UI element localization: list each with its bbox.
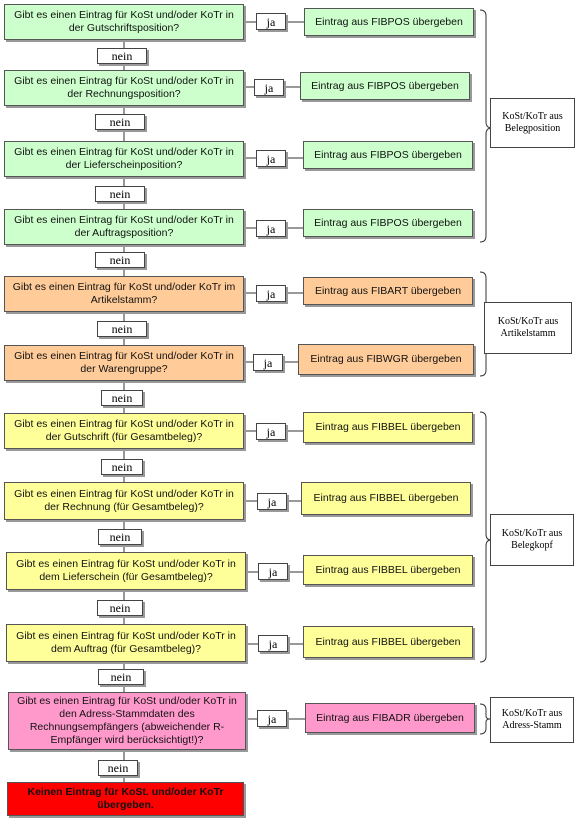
no-label-2: nein [95,114,145,130]
question-6: Gibt es einen Eintrag für KoSt und/oder … [4,345,244,381]
yes-label-4: ja [256,220,286,237]
result-8: Eintrag aus FIBBEL übergeben [301,482,471,515]
no-label-10: nein [98,669,144,685]
no-label-5: nein [97,321,147,337]
yes-label-7: ja [256,423,286,440]
no-label-3: nein [95,186,145,202]
yes-label-1: ja [256,13,286,30]
yes-label-6: ja [253,354,283,371]
no-label-1: nein [97,48,147,64]
result-5: Eintrag aus FIBART übergeben [303,277,473,305]
no-label-9: nein [97,600,143,616]
yes-label-3: ja [256,150,286,167]
question-11: Gibt es einen Eintrag für KoSt und/oder … [8,692,246,750]
result-3: Eintrag aus FIBPOS übergeben [303,141,473,169]
yes-label-5: ja [256,285,286,302]
yes-label-10: ja [258,635,288,652]
yes-label-11: ja [257,710,287,727]
yes-label-8: ja [257,493,287,510]
question-1: Gibt es einen Eintrag für KoSt und/oder … [4,4,244,40]
question-9: Gibt es einen Eintrag für KoSt und/oder … [6,552,246,590]
group-adress-stamm: KoSt/KoTr aus Adress-Stamm [490,697,574,743]
result-4: Eintrag aus FIBPOS übergeben [303,209,473,237]
result-9: Eintrag aus FIBBEL übergeben [303,555,473,585]
group-belegkopf: KoSt/KoTr aus Belegkopf [490,514,574,566]
no-label-7: nein [101,459,143,475]
group-artikelstamm: KoSt/KoTr aus Artikelstamm [484,302,572,354]
result-10: Eintrag aus FIBBEL übergeben [303,626,473,658]
group-belegposition: KoSt/KoTr aus Belegposition [490,98,575,148]
question-8: Gibt es einen Eintrag für KoSt und/oder … [4,482,244,520]
no-label-11: nein [98,760,138,776]
result-1: Eintrag aus FIBPOS übergeben [304,8,474,36]
no-entry-final: Keinen Eintrag für KoSt. und/oder KoTr ü… [7,782,244,816]
no-label-6: nein [101,390,143,406]
no-label-4: nein [95,252,145,268]
question-10: Gibt es einen Eintrag für KoSt und/oder … [6,624,246,662]
result-11: Eintrag aus FIBADR übergeben [305,703,475,733]
result-7: Eintrag aus FIBBEL übergeben [303,412,473,443]
no-label-8: nein [98,529,142,545]
question-3: Gibt es einen Eintrag für KoSt und/oder … [4,141,244,177]
result-6: Eintrag aus FIBWGR übergeben [298,344,474,375]
question-7: Gibt es einen Eintrag für KoSt und/oder … [4,413,244,449]
yes-label-9: ja [258,563,288,580]
result-2: Eintrag aus FIBPOS übergeben [300,72,470,100]
yes-label-2: ja [254,79,284,96]
question-4: Gibt es einen Eintrag für KoSt und/oder … [4,209,244,245]
question-5: Gibt es einen Eintrag für KoSt und/oder … [4,276,244,312]
question-2: Gibt es einen Eintrag für KoSt und/oder … [4,70,244,106]
